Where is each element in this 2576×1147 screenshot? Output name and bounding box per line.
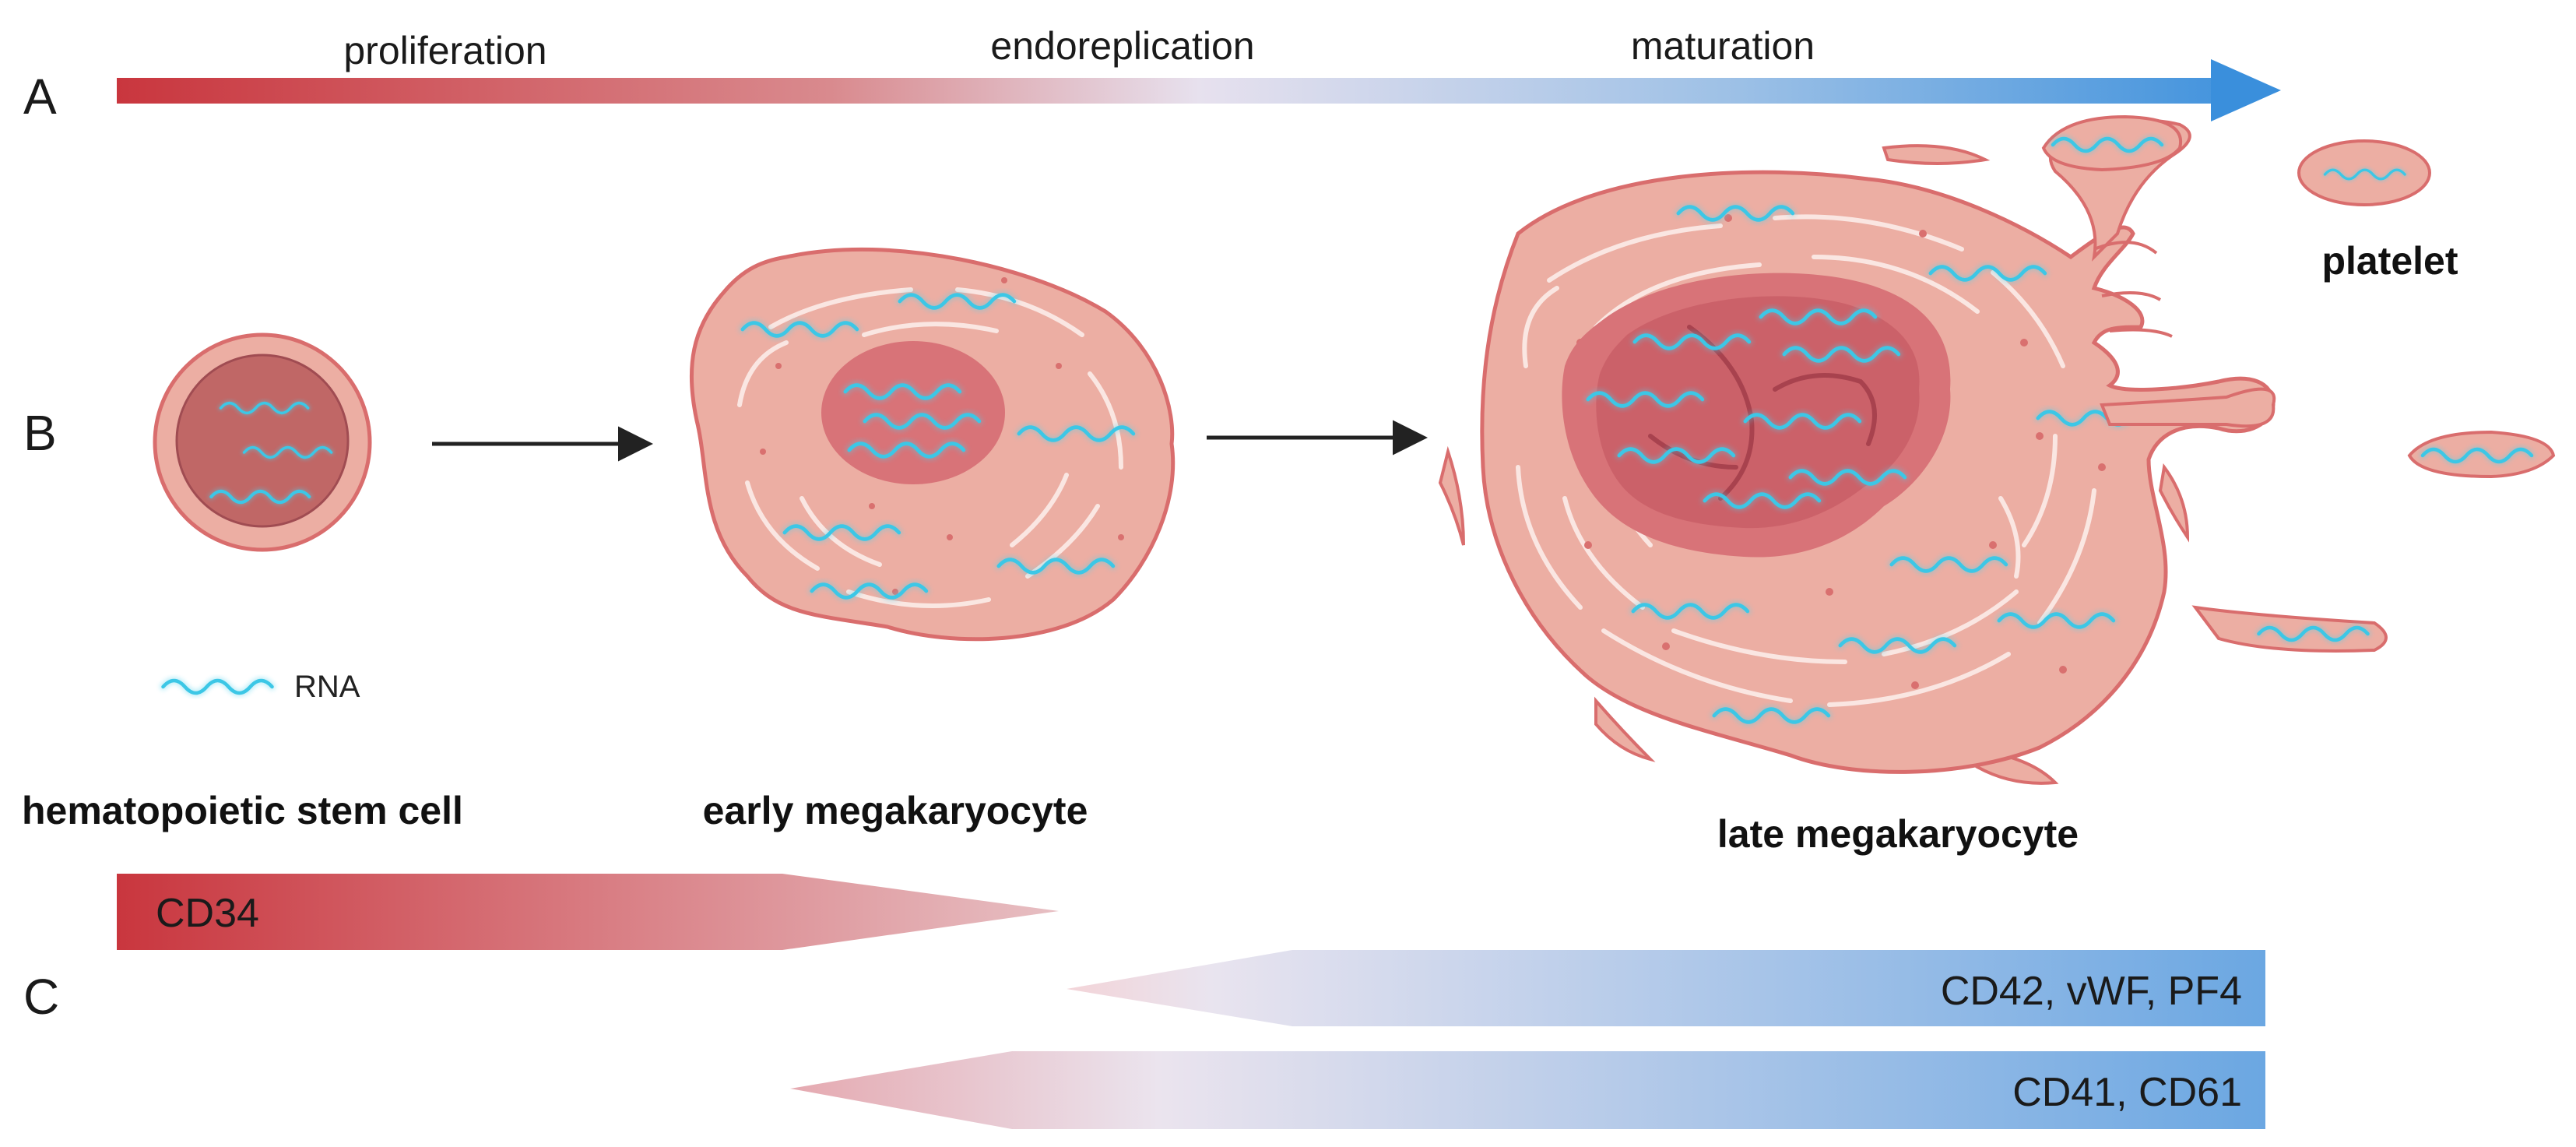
rna-legend-label: RNA: [294, 670, 360, 704]
marker-label-cd41-cd61: CD41, CD61: [2012, 1070, 2242, 1115]
early-megakaryocyte-label: early megakaryocyte: [703, 789, 1088, 832]
marker-bar-cd34: [117, 874, 1059, 950]
rna-icon: [163, 681, 272, 693]
marker-bar-cd42-vwf-pf4: [1067, 950, 2265, 1026]
late-megakaryocyte-label: late megakaryocyte: [1717, 812, 2079, 856]
differentiation-timeline-arrow: [117, 59, 2281, 121]
platelet-right: [2407, 430, 2556, 479]
hematopoietic-stem-cell: [153, 332, 372, 552]
early-megakaryocyte: [689, 247, 1176, 642]
platelet-budding: [2100, 387, 2276, 428]
platelet-top: [2041, 114, 2183, 172]
panel-letter-a: A: [23, 69, 57, 125]
marker-label-cd42-vwf-pf4: CD42, vWF, PF4: [1941, 969, 2242, 1014]
hematopoietic-stem-cell-label: hematopoietic stem cell: [22, 789, 463, 832]
late-megakaryocyte: [1438, 118, 2388, 785]
platelet-reference: [2297, 139, 2431, 206]
stage-label-maturation: maturation: [1631, 24, 1815, 68]
marker-bar-cd41-cd61: [790, 1051, 2265, 1129]
stage-label-proliferation: proliferation: [343, 29, 546, 72]
platelet-label: platelet: [2321, 239, 2458, 283]
rna-legend: RNA: [163, 670, 360, 704]
panel-letter-c: C: [23, 969, 59, 1025]
panel-letter-b: B: [23, 405, 57, 461]
stage-label-endoreplication: endoreplication: [990, 24, 1254, 68]
marker-label-cd34: CD34: [156, 891, 259, 936]
